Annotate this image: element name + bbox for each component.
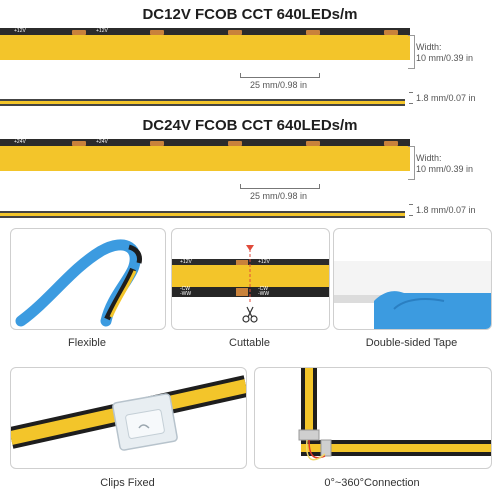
cuttable-strip-illustration (172, 245, 329, 323)
tape-illustration (334, 261, 491, 329)
flexible-caption: Flexible (68, 337, 106, 349)
flexible-panel (10, 228, 166, 330)
connection-illustration (298, 368, 491, 461)
strip2-profile (0, 206, 405, 218)
cuttable-cw-label-2: -CW-WW (258, 286, 270, 297)
strip1-cw-label: -CW-WW (96, 60, 108, 71)
clips-illustration (11, 375, 246, 451)
connection-caption: 0°~360°Connection (324, 477, 420, 489)
strip2-width: Width: 10 mm/0.39 in (416, 153, 474, 174)
strip2-image (0, 139, 410, 171)
strip2-cut-length: 25 mm/0.98 in (250, 191, 308, 201)
strip1-cut-dimension (240, 73, 320, 78)
strip2-title: DC24V FCOB CCT 640LEDs/m (142, 117, 358, 134)
strip2-voltage-label-2: +24V (96, 139, 108, 145)
cuttable-panel (171, 228, 330, 330)
strip2-thickness: 1.8 mm/0.07 in (416, 205, 476, 215)
cuttable-caption: Cuttable (229, 337, 270, 349)
strip1-width-bracket (408, 35, 415, 69)
strip1-width: Width: 10 mm/0.39 in (416, 42, 474, 63)
strip1-cut-length: 25 mm/0.98 in (250, 80, 308, 90)
strip2-width-bracket (408, 146, 415, 180)
strip2-voltage-label: +24V (14, 139, 26, 145)
strip1-voltage-label-2: +12V (96, 28, 108, 34)
scissors-icon (242, 306, 258, 323)
strip1-thickness: 1.8 mm/0.07 in (416, 93, 476, 103)
strip2-thickness-bracket (409, 204, 413, 216)
clips-panel (10, 367, 247, 469)
cuttable-voltage-label-2: +12V (258, 259, 270, 265)
cuttable-cw-label: -CW-WW (180, 286, 192, 297)
flexible-strip-illustration (15, 239, 142, 327)
tape-panel (333, 228, 492, 330)
strip1-profile (0, 94, 405, 106)
strip1-title: DC12V FCOB CCT 640LEDs/m (142, 6, 358, 23)
strip1-voltage-label: +12V (14, 28, 26, 34)
strip1-thickness-bracket (409, 92, 413, 104)
strip2-cut-dimension (240, 184, 320, 189)
connection-panel (254, 367, 492, 469)
tape-caption: Double-sided Tape (365, 337, 458, 349)
strip1-image (0, 28, 410, 60)
clips-caption: Clips Fixed (100, 477, 155, 489)
strip2-cw-label: -CW-WW (96, 171, 108, 182)
cuttable-voltage-label: +12V (180, 259, 192, 265)
